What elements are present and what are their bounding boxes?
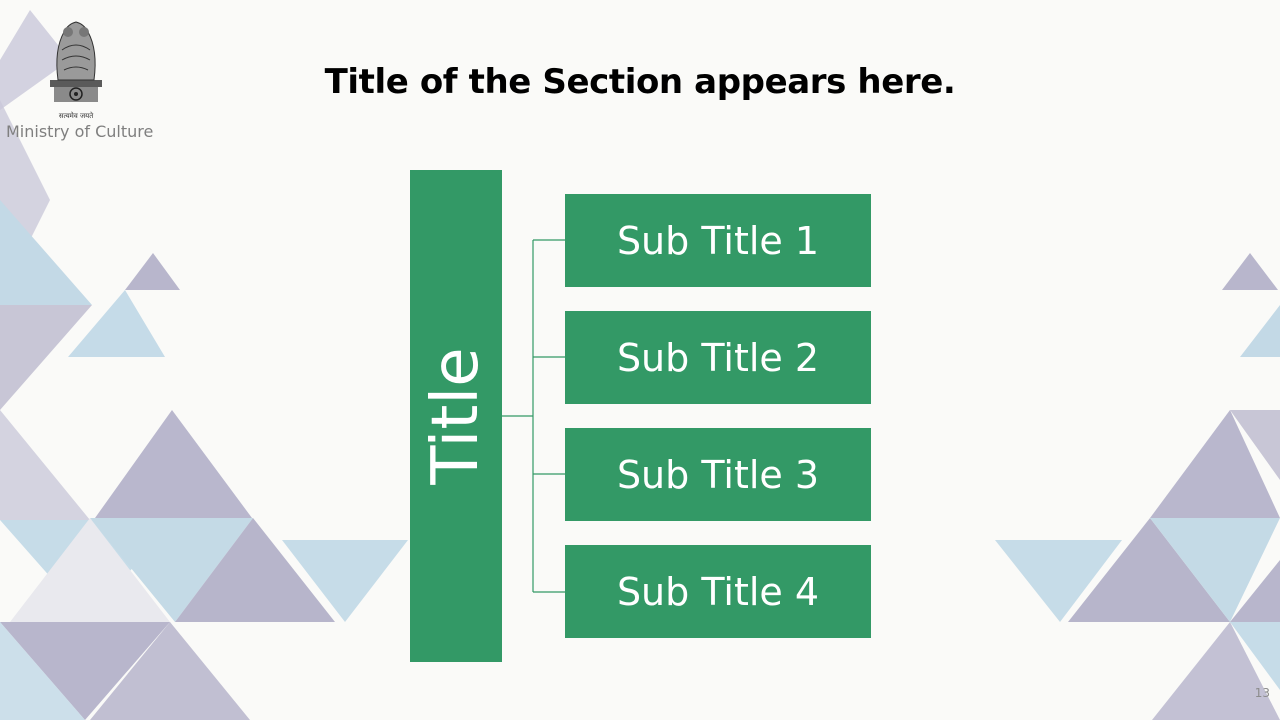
page-number: 13: [1254, 686, 1270, 700]
subtitle-box-1: Sub Title 1: [565, 194, 871, 287]
emblem-motto: सत्यमेव जयते: [59, 111, 94, 120]
subtitle-box-2: Sub Title 2: [565, 311, 871, 404]
national-emblem-logo: सत्यमेव जयते: [50, 21, 102, 120]
ministry-label: Ministry of Culture: [6, 122, 154, 141]
main-title-text: Title: [419, 347, 493, 485]
subtitle-box-3: Sub Title 3: [565, 428, 871, 521]
section-title: Title of the Section appears here.: [324, 62, 956, 102]
subtitle-box-4: Sub Title 4: [565, 545, 871, 638]
main-title-box: [410, 170, 502, 662]
